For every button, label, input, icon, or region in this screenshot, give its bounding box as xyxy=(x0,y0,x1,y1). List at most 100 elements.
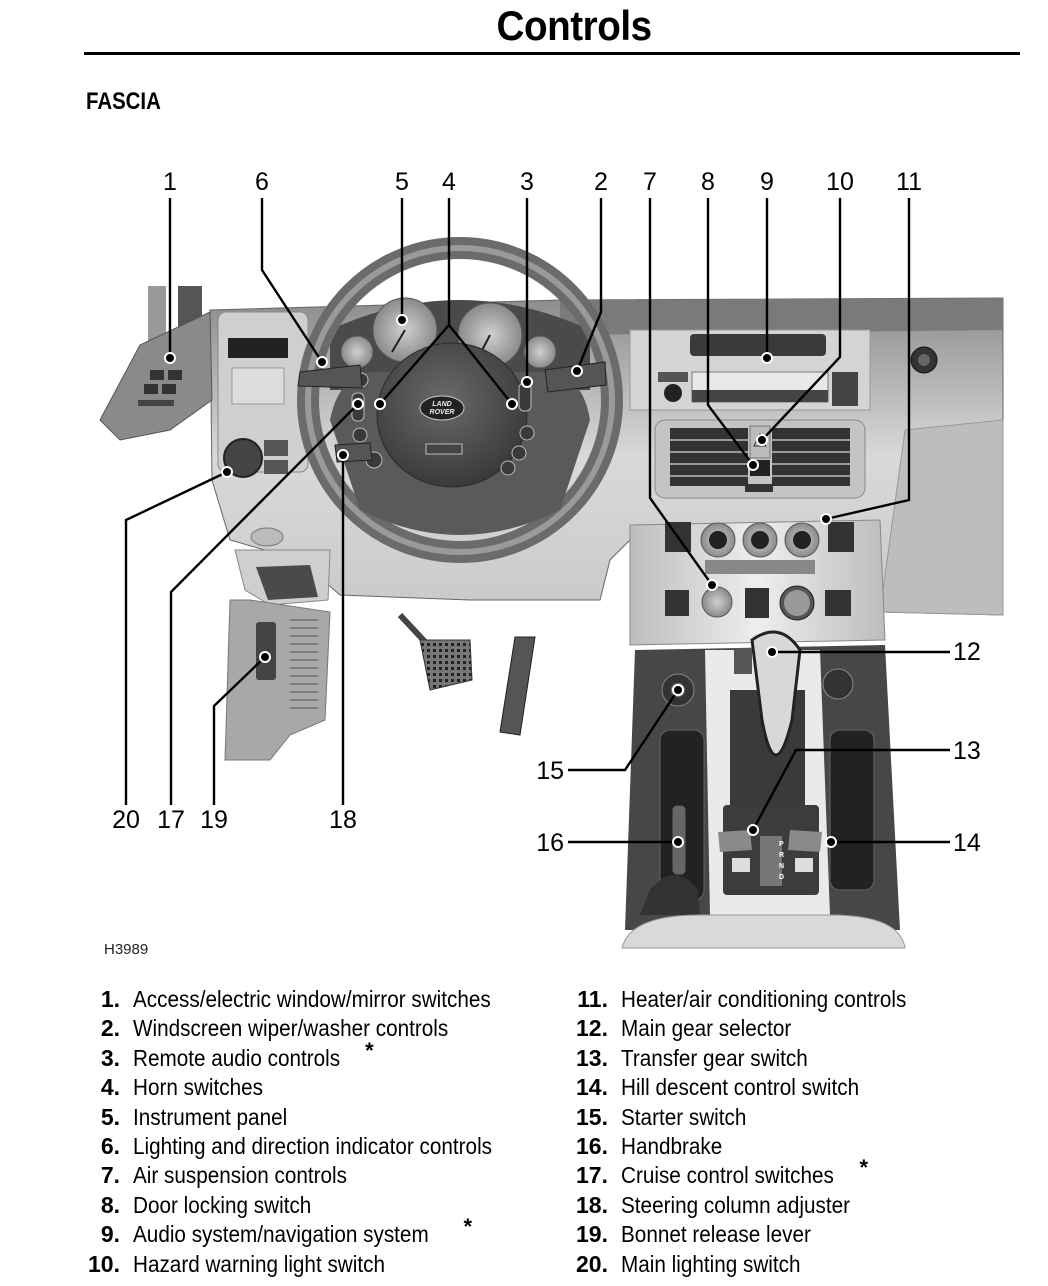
callout-10: 10 xyxy=(826,168,854,196)
legend-label: Main gear selector xyxy=(621,1015,792,1042)
legend-number: 16. xyxy=(576,1132,608,1159)
legend-label: Remote audio controls xyxy=(133,1044,341,1071)
audio-preset-buttons[interactable] xyxy=(692,390,828,402)
legend-number: 12. xyxy=(576,1015,608,1042)
legend-label: Audio system/navigation system xyxy=(133,1221,429,1248)
legend-number: 2. xyxy=(100,1015,120,1042)
legend-item: 20. Main lighting switch xyxy=(572,1250,938,1279)
legend-number: 11. xyxy=(577,986,608,1012)
wiper-washer-stalk[interactable] xyxy=(544,361,607,393)
callout-17: 17 xyxy=(157,806,185,834)
legend-number: 13. xyxy=(576,1044,608,1071)
legend-label: Transfer gear switch xyxy=(621,1044,808,1071)
transfer-gear-switch[interactable] xyxy=(718,830,752,852)
section-heading: FASCIA xyxy=(86,88,161,115)
legend-number: 5. xyxy=(100,1103,120,1130)
legend-number: 3. xyxy=(100,1044,120,1071)
figure-code: H3989 xyxy=(104,941,149,958)
footnote-star: * xyxy=(365,1037,374,1063)
legend-item: 14.Hill descent control switch xyxy=(572,1073,938,1102)
gear-label-d: D xyxy=(779,874,784,881)
legend-label: Steering column adjuster xyxy=(621,1191,850,1218)
legend-item: 6.Lighting and direction indicator contr… xyxy=(84,1132,532,1161)
legend-item: 10. Hazard warning light switch xyxy=(84,1250,532,1279)
legend-label: Starter switch xyxy=(621,1103,747,1130)
legend-label: Horn switches xyxy=(133,1074,263,1101)
legend-left: 1.Access/electric window/mirror switches… xyxy=(84,985,532,1279)
accelerator-pedal[interactable] xyxy=(499,636,536,736)
audio-cd-slot[interactable] xyxy=(690,334,826,356)
leader-lines xyxy=(124,198,950,844)
title-rule xyxy=(84,52,1020,55)
main-gear-selector[interactable] xyxy=(750,630,802,757)
callout-2: 2 xyxy=(594,168,608,196)
legend-number: 6. xyxy=(100,1132,120,1159)
legend-number: 8. xyxy=(100,1191,120,1218)
callout-18: 18 xyxy=(329,806,357,834)
audio-volume-knob[interactable] xyxy=(664,384,682,402)
callout-15: 15 xyxy=(536,757,564,785)
legend-item: 12. Main gear selector xyxy=(572,1014,938,1043)
legend-item: 3. Remote audio controls * xyxy=(84,1038,532,1073)
legend-number: 18. xyxy=(576,1191,608,1218)
svg-text:ROVER: ROVER xyxy=(430,409,455,416)
legend-item: 11. Heater/air conditioning controls xyxy=(572,985,938,1014)
legend-label: Hill descent control switch xyxy=(621,1074,860,1101)
legend-item: 1.Access/electric window/mirror switches xyxy=(84,985,532,1014)
legend-label: Door locking switch xyxy=(133,1191,312,1218)
callout-3: 3 xyxy=(520,168,534,196)
legend-label: Main lighting switch xyxy=(621,1250,801,1277)
legend-item: 7. Air suspension controls xyxy=(84,1161,532,1190)
callout-12: 12 xyxy=(953,638,981,666)
steering-wheel: LAND ROVER xyxy=(297,237,623,563)
legend-item: 9.Audio system/navigation system* xyxy=(84,1214,532,1249)
callout-11: 11 xyxy=(896,168,922,196)
legend-number: 9. xyxy=(100,1221,120,1248)
legend-right: 11. Heater/air conditioning controls 12. M… xyxy=(572,985,938,1279)
legend-label: Bonnet release lever xyxy=(621,1221,811,1248)
legend-label: Hazard warning light switch xyxy=(133,1250,385,1277)
legend-label: Instrument panel xyxy=(133,1103,288,1130)
legend-number: 4. xyxy=(100,1074,120,1101)
callout-5: 5 xyxy=(395,168,409,196)
callout-1: 1 xyxy=(163,168,177,196)
legend-number: 1. xyxy=(100,986,120,1012)
lower-console: P R N D xyxy=(621,630,906,949)
lighting-indicator-stalk[interactable] xyxy=(297,364,363,389)
fascia-diagram: LAND ROVER xyxy=(99,168,1004,949)
gear-label-n: N xyxy=(779,863,784,870)
legend-number: 17. xyxy=(576,1162,608,1189)
callout-9: 9 xyxy=(760,168,774,196)
callout-13: 13 xyxy=(953,737,981,765)
gear-label-r: R xyxy=(779,852,784,859)
callout-7: 7 xyxy=(643,168,657,196)
callout-16: 16 xyxy=(536,829,564,857)
bonnet-release-lever[interactable] xyxy=(256,622,276,680)
hill-descent-switch[interactable] xyxy=(788,830,822,852)
brake-pedal[interactable] xyxy=(419,639,473,691)
centre-stack xyxy=(629,329,886,646)
legend-label: Heater/air conditioning controls xyxy=(621,986,907,1012)
main-lighting-switch-knob[interactable] xyxy=(223,438,263,478)
gear-label-p: P xyxy=(779,841,784,848)
suspension-clock-row xyxy=(665,585,851,621)
legend-item: 4. Horn switches xyxy=(84,1073,532,1102)
legend-item: 5. Instrument panel xyxy=(84,1103,532,1132)
legend-label: Air suspension controls xyxy=(133,1162,348,1189)
audio-mode-buttons[interactable] xyxy=(832,372,858,406)
legend-number: 19. xyxy=(576,1221,608,1248)
legend-label: Windscreen wiper/washer controls xyxy=(133,1015,449,1042)
callout-8: 8 xyxy=(701,168,715,196)
callout-6: 6 xyxy=(255,168,269,196)
legend-number: 7. xyxy=(100,1162,120,1189)
legend-number: 10. xyxy=(88,1250,120,1277)
legend-item: 15.Starter switch xyxy=(572,1103,938,1132)
legend-number: 20. xyxy=(576,1250,608,1277)
legend-label: Handbrake xyxy=(621,1132,723,1159)
leader-dots xyxy=(164,314,837,848)
legend-item: 8. Door locking switch xyxy=(84,1191,532,1220)
lower-left-area xyxy=(224,527,536,761)
land-rover-logo: LAND xyxy=(432,401,451,408)
legend-item: 19. Bonnet release lever xyxy=(572,1220,938,1249)
air-suspension-control[interactable] xyxy=(701,586,733,618)
